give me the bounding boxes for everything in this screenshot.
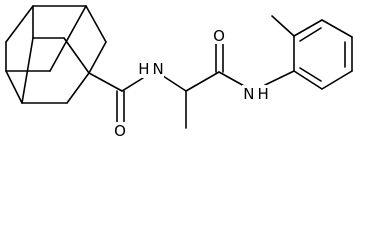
atom-label: N H <box>243 85 269 103</box>
bond <box>5 5 34 43</box>
bond <box>271 15 295 37</box>
bond <box>85 5 107 43</box>
bond <box>5 70 23 104</box>
atom-o-2: O <box>211 27 227 45</box>
adamantane-cage <box>5 5 107 104</box>
atom-labels: O H N O N H <box>112 27 270 140</box>
bond <box>321 19 353 38</box>
atom-label: O <box>114 122 126 140</box>
bond <box>49 5 87 72</box>
tolyl-ring <box>271 15 353 90</box>
bond <box>293 70 323 90</box>
atom-label: H N <box>138 60 164 78</box>
atom-n-2: N H <box>242 85 270 103</box>
bond <box>88 72 123 92</box>
bond <box>66 72 90 104</box>
bond <box>159 73 187 92</box>
atom-label: O <box>213 27 225 45</box>
bond <box>299 27 322 42</box>
bond <box>293 19 323 37</box>
bond <box>321 70 353 90</box>
bond <box>264 70 295 86</box>
bond <box>185 71 220 92</box>
linker-chain <box>88 43 295 129</box>
bond <box>88 41 107 74</box>
atom-n-1: H N <box>138 60 164 78</box>
atom-o-1: O <box>112 122 128 140</box>
bond <box>218 71 247 88</box>
bond <box>299 67 322 82</box>
molecule-structure: O H N O N H <box>5 5 353 140</box>
bond <box>63 37 90 74</box>
bond <box>121 77 144 92</box>
